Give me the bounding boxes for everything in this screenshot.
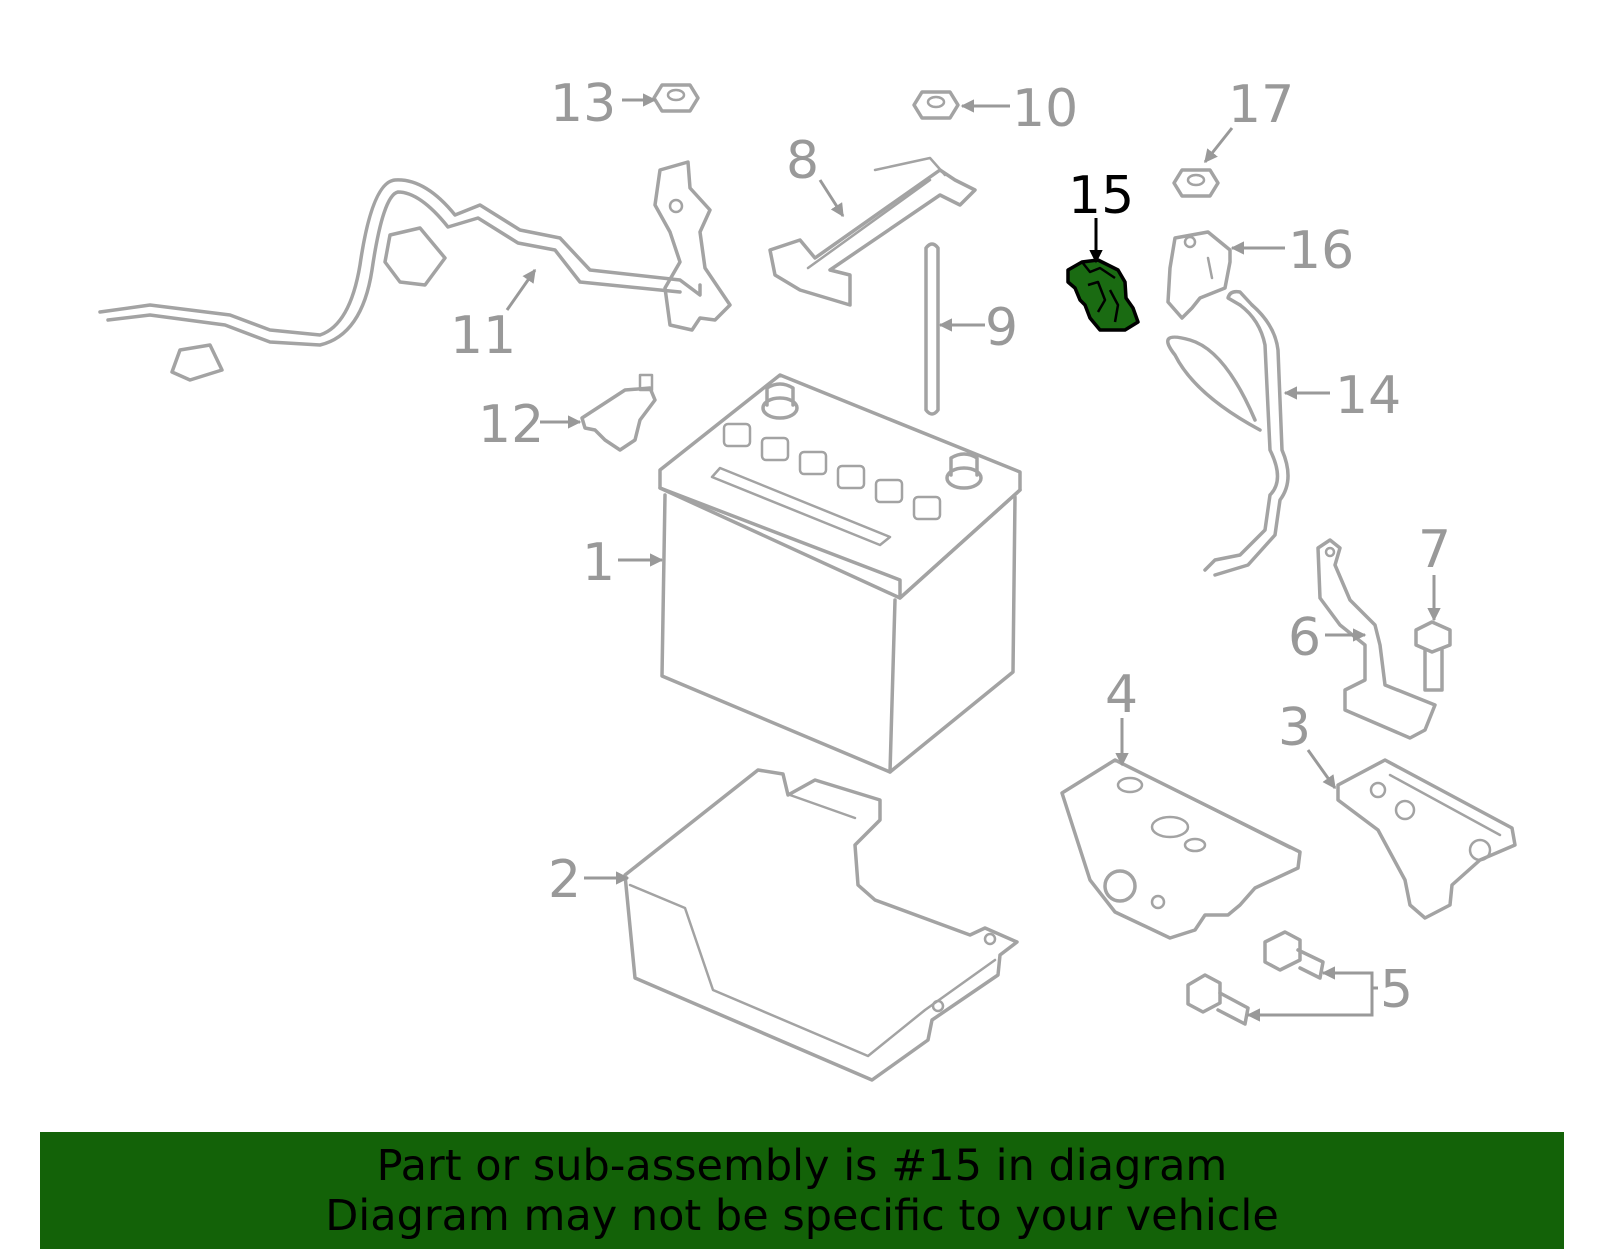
part-9-rod[interactable] xyxy=(924,242,940,416)
callout-1: 1 xyxy=(582,533,615,593)
part-17-nut[interactable] xyxy=(1172,168,1220,198)
callout-15: 15 xyxy=(1068,166,1134,226)
callout-2: 2 xyxy=(548,850,581,910)
callout-17: 17 xyxy=(1228,75,1294,135)
part-3-bracket[interactable] xyxy=(1336,758,1517,920)
callout-6: 6 xyxy=(1288,608,1321,668)
part-5-bolts[interactable] xyxy=(1186,930,1325,1026)
banner-line-part: Part or sub-assembly is #15 in diagram xyxy=(376,1140,1228,1191)
banner-line-disclaimer: Diagram may not be specific to your vehi… xyxy=(325,1190,1279,1241)
part-13-nut[interactable] xyxy=(652,83,700,113)
part-14-cable[interactable] xyxy=(1166,289,1290,577)
callout-7: 7 xyxy=(1418,520,1451,580)
part-11-cable[interactable] xyxy=(98,160,732,382)
callout-12: 12 xyxy=(478,395,544,455)
part-7-bolt[interactable] xyxy=(1414,620,1452,692)
part-12-clamp[interactable] xyxy=(580,373,657,452)
part-16-terminal[interactable] xyxy=(1166,230,1232,320)
callout-4: 4 xyxy=(1105,665,1138,725)
part-2-tray[interactable] xyxy=(623,768,1019,1082)
callout-11: 11 xyxy=(450,306,516,366)
callout-labels: 1 2 3 4 5 6 7 8 9 10 11 12 13 14 15 16 1… xyxy=(450,74,1451,1020)
callout-3: 3 xyxy=(1278,698,1311,758)
callout-9: 9 xyxy=(985,298,1018,358)
callout-14: 14 xyxy=(1335,366,1401,426)
callout-8: 8 xyxy=(786,131,819,191)
part-1-battery[interactable] xyxy=(658,373,1022,774)
part-4-bracket[interactable] xyxy=(1060,758,1302,940)
callout-10: 10 xyxy=(1012,79,1078,139)
leader-lines xyxy=(505,93,1441,1022)
part-8-holddown[interactable] xyxy=(768,156,977,307)
part-10-nut[interactable] xyxy=(912,90,960,120)
info-banner: Part or sub-assembly is #15 in diagram D… xyxy=(40,1132,1564,1249)
callout-13: 13 xyxy=(550,74,616,134)
callout-5: 5 xyxy=(1380,960,1413,1020)
part-15-highlighted[interactable] xyxy=(1066,258,1140,332)
callout-16: 16 xyxy=(1288,221,1354,281)
